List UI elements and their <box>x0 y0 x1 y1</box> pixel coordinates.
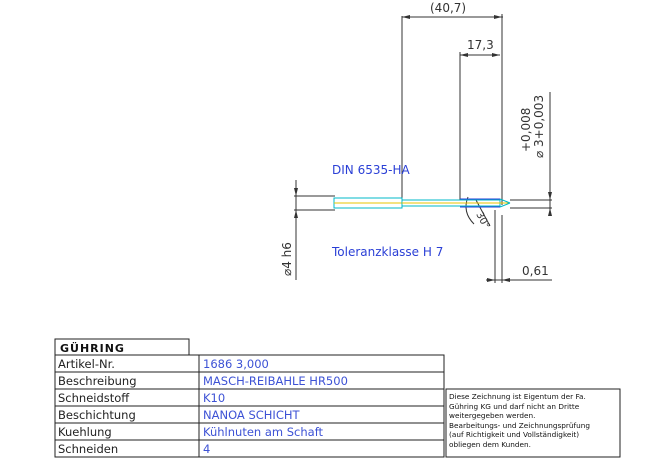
legal-note: Diese Zeichnung ist Eigentum der Fa. Güh… <box>449 392 617 450</box>
legal-note-line: Gühring KG und darf nicht an Dritte <box>449 401 580 411</box>
dim-diameter-tol-2: ⌀ 3+0,003 <box>532 95 546 158</box>
legal-note-line: Bearbeitungs- und Zeichnungsprüfung <box>449 420 590 430</box>
angle-leg <box>475 199 491 227</box>
dim-shank-diameter: ⌀4 h6 <box>280 242 294 276</box>
tb-label-beschreibung: Beschreibung <box>58 374 137 388</box>
tb-label-artikel: Artikel-Nr. <box>58 357 115 371</box>
reamer-tool <box>333 197 511 209</box>
legal-note-line: weitergegeben werden. <box>449 411 536 421</box>
tb-label-beschichtung: Beschichtung <box>58 408 136 422</box>
tb-value-kuehlung: Kühlnuten am Schaft <box>203 425 324 439</box>
legal-note-box <box>445 388 621 458</box>
dim-flute-length: 17,3 <box>467 38 494 52</box>
tb-value-artikel: 1686 3,000 <box>203 357 269 371</box>
legal-note-line: Diese Zeichnung ist Eigentum der Fa. <box>449 392 586 401</box>
tb-label-schneidstoff: Schneidstoff <box>58 391 130 405</box>
guhring-logo: GÜHRING <box>60 341 125 355</box>
tolerance-annotation: Toleranzklasse H 7 <box>331 245 443 259</box>
title-block <box>54 338 621 458</box>
tb-label-schneiden: Schneiden <box>58 442 118 456</box>
tb-value-schneiden: 4 <box>203 442 210 456</box>
dim-angle: 30° <box>473 210 491 231</box>
dim-diameter-tol-1: +0,008 <box>519 108 533 152</box>
tb-value-beschreibung: MASCH-REIBAHLE HR500 <box>203 374 348 388</box>
din-annotation: DIN 6535-HA <box>332 163 410 177</box>
tb-label-kuehlung: Kuehlung <box>58 425 112 439</box>
tb-value-beschichtung: NANOA SCHICHT <box>203 408 300 422</box>
legal-note-line: (auf Richtigkeit und Vollständigkeit) <box>449 430 580 440</box>
angle-arc <box>465 196 475 225</box>
dim-overall-length: (40,7) <box>430 1 466 15</box>
legal-note-line: obliegen dem Kunden. <box>449 439 531 449</box>
tb-value-schneidstoff: K10 <box>203 391 225 405</box>
dim-tip-offset: 0,61 <box>522 264 549 278</box>
